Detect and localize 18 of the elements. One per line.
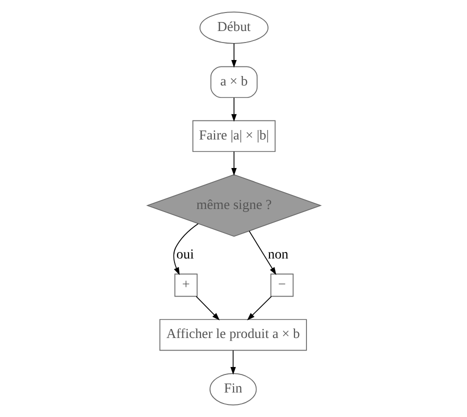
arrow xyxy=(230,350,236,375)
node-box: a × b xyxy=(210,66,258,98)
node-box: + xyxy=(174,274,198,297)
edge-label: non xyxy=(267,246,288,262)
arrow xyxy=(230,151,236,176)
node-ellipse: Fin xyxy=(209,373,256,406)
arrow xyxy=(248,230,276,276)
edge-label: oui xyxy=(176,246,194,262)
arrow xyxy=(230,97,236,122)
node-box: Faire |a| × |b| xyxy=(192,120,276,152)
arrow xyxy=(172,223,198,276)
node-box: Afficher le produit a × b xyxy=(158,319,306,351)
node-ellipse: Début xyxy=(199,12,268,44)
node-diamond: même signe ? xyxy=(146,174,322,237)
arrow xyxy=(246,296,272,320)
arrow xyxy=(230,43,236,68)
node-box: − xyxy=(270,274,294,297)
arrow xyxy=(195,296,220,320)
